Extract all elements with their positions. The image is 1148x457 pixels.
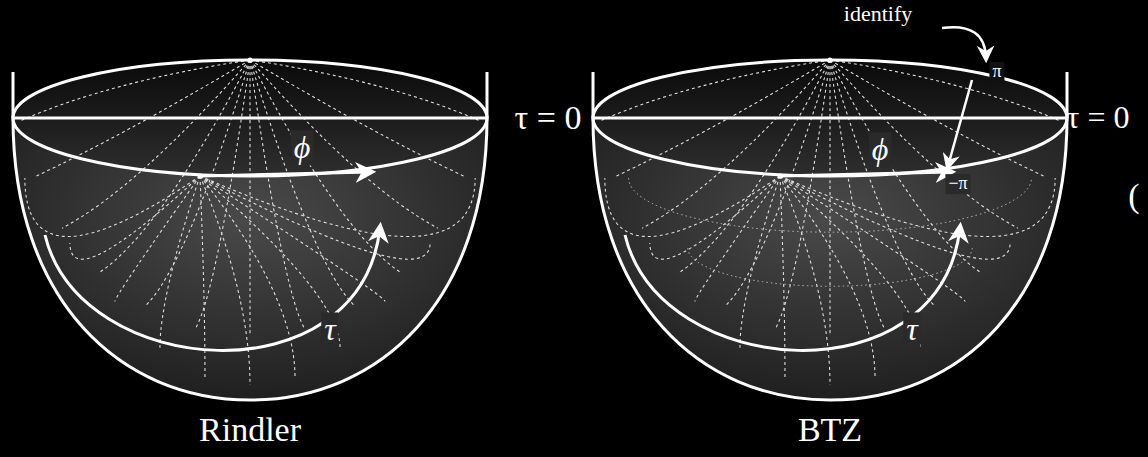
angle-label: ϕ [869, 132, 892, 167]
grid-line [830, 60, 1018, 228]
grid-line [70, 176, 200, 259]
identify-arrow [942, 27, 986, 58]
angle-label: ϕ [291, 130, 314, 165]
time-label: τ [903, 312, 920, 347]
rim-outline [593, 60, 1067, 176]
caption-label: BTZ [795, 411, 865, 448]
wall-line [592, 72, 595, 118]
grid-line [200, 176, 250, 385]
grid-line [605, 176, 780, 237]
slice-label: τ = 0 [512, 99, 585, 136]
grid-line [780, 176, 1010, 259]
grid-line [62, 60, 250, 228]
grid-line [196, 60, 250, 328]
phi-arrow [200, 172, 370, 176]
grid-line [115, 176, 200, 301]
grid-line [249, 60, 250, 335]
apex-point [248, 58, 253, 63]
grid-line [200, 176, 385, 301]
grid-line [830, 60, 1059, 121]
grid-line [250, 60, 355, 307]
grid-line [830, 60, 884, 328]
grid-line [200, 176, 475, 237]
dotted-band [688, 248, 972, 286]
tau-arrow [625, 228, 960, 350]
grid-line [740, 176, 780, 348]
grid-line [160, 176, 200, 348]
grid-line [200, 176, 340, 348]
grid-line [830, 60, 935, 307]
grid-line [642, 60, 830, 228]
slice-label: τ = 0 [1064, 100, 1133, 135]
grid-line [21, 60, 250, 121]
time-label: τ [321, 312, 338, 347]
grid-line [25, 176, 200, 237]
apex-point [828, 58, 833, 63]
grid-line [250, 60, 438, 228]
grid-line [829, 60, 830, 335]
tau-arrow [45, 228, 380, 350]
bowl [593, 58, 1067, 401]
grid-line [250, 60, 304, 328]
grid-line [200, 176, 430, 259]
grid-line [780, 176, 920, 348]
grid-line [200, 176, 205, 378]
grid-line [250, 60, 479, 121]
grid-line [650, 176, 780, 259]
dotted-band [629, 178, 1032, 232]
grid-line [780, 176, 785, 378]
caption-label: Rindler [196, 411, 304, 448]
identify-label: identify [841, 2, 915, 26]
grid-line [780, 176, 830, 385]
bowl [13, 58, 487, 401]
grid-line [601, 60, 830, 121]
grid-line [780, 176, 1055, 237]
angle-value: π [989, 62, 1004, 82]
identify-arrow [948, 80, 972, 166]
front-point [198, 174, 203, 179]
wall-line [12, 72, 15, 118]
wall-line [486, 72, 489, 118]
rim-outline [13, 60, 487, 176]
paren-label: ( [1125, 177, 1142, 214]
angle-value: −π [945, 174, 970, 194]
front-point [778, 174, 783, 179]
grid-line [776, 60, 830, 328]
phi-arrow [780, 172, 950, 176]
grid-line [780, 176, 965, 301]
